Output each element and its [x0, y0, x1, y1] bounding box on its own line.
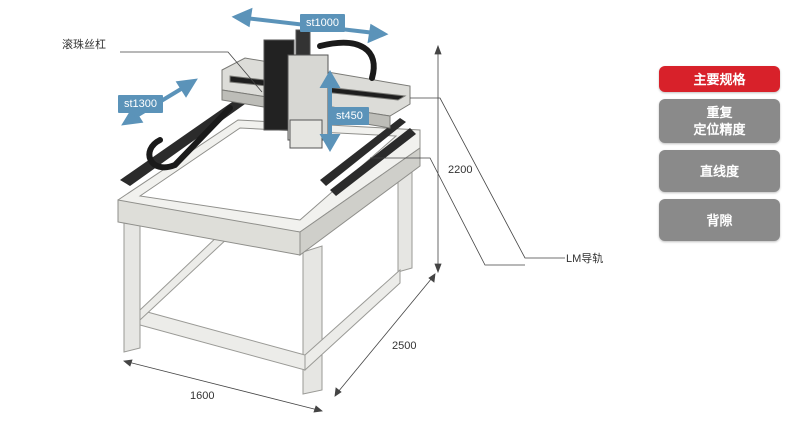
gantry-machine-illustration — [117, 7, 565, 413]
x-stroke-label: st1000 — [300, 14, 346, 32]
depth-dimension: 2500 — [392, 340, 417, 352]
y-stroke-label: st1300 — [118, 95, 164, 113]
z-stroke-label: st450 — [330, 107, 369, 125]
spec-menu: 主要规格 重复 定位精度 直线度 背隙 — [659, 66, 780, 241]
main-spec-button[interactable]: 主要规格 — [659, 66, 780, 92]
backlash-button[interactable]: 背隙 — [659, 199, 780, 241]
ballscrew-label: 滚珠丝杠 — [62, 39, 106, 51]
lm-guide-label: LM导轨 — [566, 253, 604, 265]
repeatability-button[interactable]: 重复 定位精度 — [659, 99, 780, 143]
height-dimension: 2200 — [448, 164, 473, 176]
width-dimension: 1600 — [190, 390, 215, 402]
straightness-button[interactable]: 直线度 — [659, 150, 780, 192]
